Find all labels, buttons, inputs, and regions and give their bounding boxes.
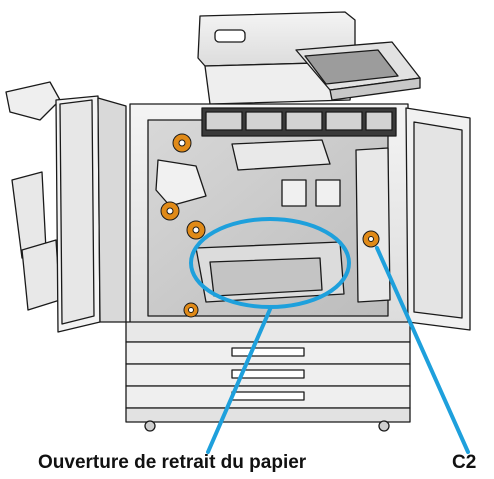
- paper-opening-callout: [189, 217, 351, 454]
- orange-knob-icon: [160, 133, 380, 318]
- control-panel: [295, 41, 421, 101]
- paper-trays: [125, 321, 411, 432]
- paper-opening-label: Ouverture de retrait du papier: [38, 452, 307, 473]
- right-door: [405, 107, 471, 331]
- finisher-unit: [5, 81, 127, 333]
- c2-callout: [375, 246, 470, 454]
- c2-label: C2: [452, 452, 477, 473]
